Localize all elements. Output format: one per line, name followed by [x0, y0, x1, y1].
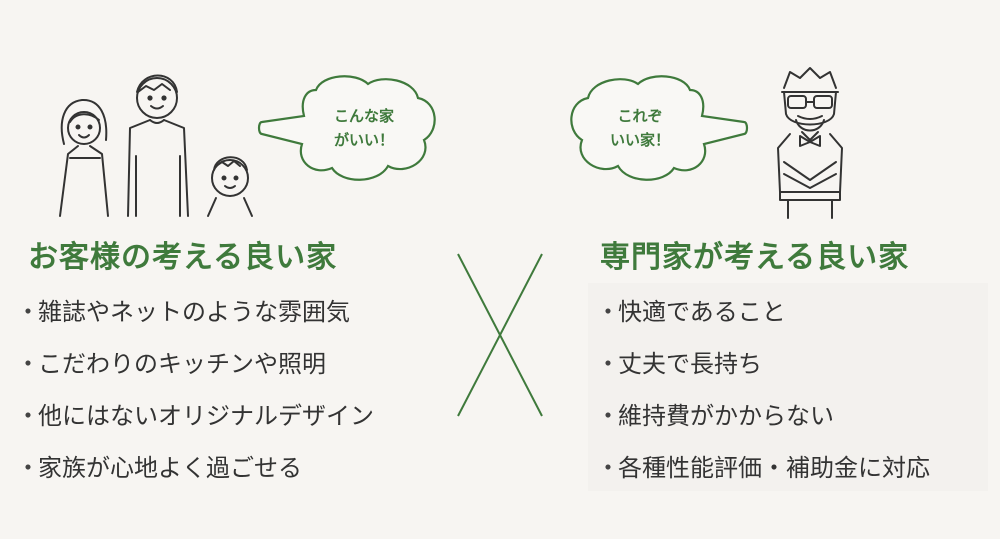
- right-bubble-line1: これぞ: [617, 107, 663, 125]
- hair-icon: [783, 67, 837, 89]
- left-bubble-line2: がいい！: [333, 131, 394, 149]
- right-list: ・快適であること ・丈夫で長持ち ・維持費がかからない ・各種性能評価・補助金に…: [596, 286, 930, 494]
- boy-figure-icon: [207, 156, 253, 217]
- bullet: ・: [16, 350, 40, 378]
- list-item: ・維持費がかからない: [596, 390, 930, 442]
- right-bubble-text: これぞ いい家！: [592, 104, 688, 152]
- left-item-2: こだわりのキッチンや照明: [38, 350, 326, 378]
- left-bubble-text: こんな家 がいい！: [316, 104, 412, 152]
- bullet: ・: [596, 454, 620, 482]
- family-illustration: [59, 74, 253, 217]
- list-item: ・快適であること: [596, 286, 930, 338]
- left-list: ・雑誌やネットのような雰囲気 ・こだわりのキッチンや照明 ・他にはないオリジナル…: [16, 286, 374, 494]
- cross-divider: [457, 253, 543, 417]
- bullet: ・: [596, 350, 620, 378]
- bullet: ・: [596, 402, 620, 430]
- list-item: ・雑誌やネットのような雰囲気: [16, 286, 374, 338]
- right-item-2: 丈夫で長持ち: [618, 350, 762, 378]
- list-item: ・こだわりのキッチンや照明: [16, 338, 374, 390]
- bullet: ・: [16, 298, 40, 326]
- bullet: ・: [16, 402, 40, 430]
- left-speech-bubble: [257, 75, 436, 181]
- list-item: ・各種性能評価・補助金に対応: [596, 442, 930, 494]
- left-item-3: 他にはないオリジナルデザイン: [38, 402, 374, 430]
- right-bubble-line2: いい家！: [609, 131, 670, 149]
- left-heading: お客様の考える良い家: [28, 240, 338, 275]
- girl-figure-icon: [59, 98, 109, 217]
- list-item: ・丈夫で長持ち: [596, 338, 930, 390]
- right-item-1: 快適であること: [618, 298, 786, 326]
- right-list-background: [588, 283, 988, 491]
- father-figure-icon: [127, 74, 189, 217]
- right-item-3: 維持費がかからない: [618, 402, 834, 430]
- bullet: ・: [596, 298, 620, 326]
- expert-illustration: [777, 67, 843, 219]
- left-item-4: 家族が心地よく過ごせる: [38, 454, 302, 482]
- left-item-1: 雑誌やネットのような雰囲気: [38, 298, 350, 326]
- right-heading: 専門家が考える良い家: [600, 240, 910, 275]
- right-speech-bubble: [570, 75, 749, 181]
- bullet: ・: [16, 454, 40, 482]
- list-item: ・他にはないオリジナルデザイン: [16, 390, 374, 442]
- left-bubble-line1: こんな家: [333, 107, 394, 125]
- list-item: ・家族が心地よく過ごせる: [16, 442, 374, 494]
- right-item-4: 各種性能評価・補助金に対応: [618, 454, 930, 482]
